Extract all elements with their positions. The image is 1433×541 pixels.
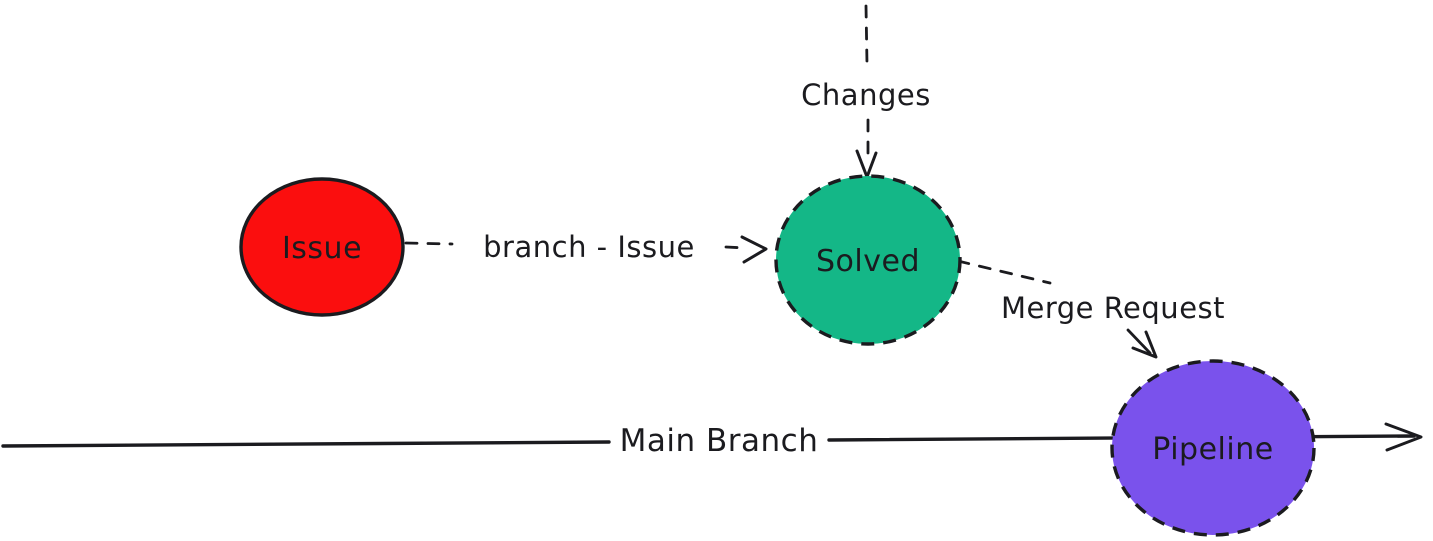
merge-request-label: Merge Request [1001,291,1225,325]
solved-label: Solved [816,244,920,279]
main-branch-line-left [1,440,611,448]
changes-line-top [864,4,869,66]
edge-main-branch: Main Branch [1,422,1423,459]
merge-request-line [956,259,1052,285]
branch-issue-line-left [404,241,454,246]
node-solved: Solved [774,174,962,346]
edge-changes: Changes [801,4,931,179]
merge-request-arrow-tail [1126,328,1152,355]
pipeline-ellipse [1110,359,1316,537]
merge-request-arrowhead-icon [1131,330,1158,359]
issue-label: Issue [282,231,362,266]
main-branch-label: Main Branch [620,423,819,459]
changes-label: Changes [801,78,931,112]
issue-ellipse [239,177,405,317]
solved-ellipse [774,174,962,346]
changes-arrowhead-icon [855,149,878,179]
branch-issue-line-right [724,245,748,250]
pipeline-label: Pipeline [1152,432,1273,467]
node-pipeline: Pipeline [1110,359,1316,537]
branch-issue-arrowhead-icon [740,235,768,264]
edge-branch-issue: branch - Issue [404,230,768,264]
branch-issue-label: branch - Issue [483,230,695,264]
main-branch-arrowhead-icon [1384,422,1423,452]
node-issue: Issue [239,177,405,317]
edge-merge-request: Merge Request [956,259,1225,359]
